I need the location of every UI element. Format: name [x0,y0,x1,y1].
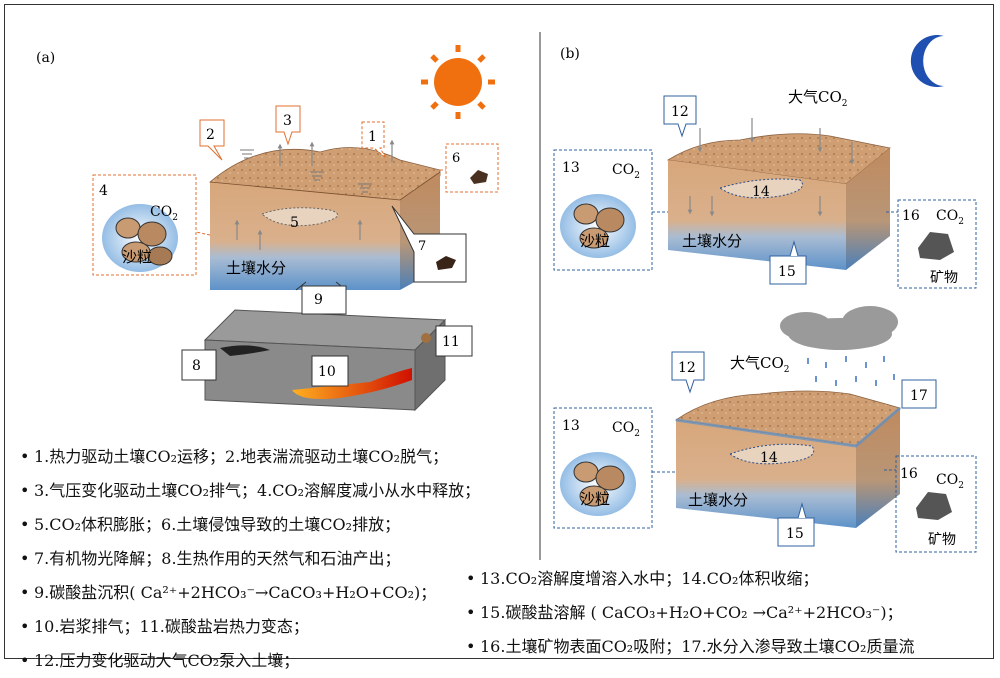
callout-17: 17 [901,379,937,409]
panel-b-label: (b) [560,46,580,62]
svg-text:沙粒: 沙粒 [580,490,610,508]
callout-2: 2 [199,119,225,161]
sand-box-13-bottom: 13 CO2 沙粒 [553,407,676,529]
callout-10: 10 [311,355,349,387]
svg-text:6: 6 [452,151,460,166]
rain-cloud-icon [780,306,898,386]
svg-text:8: 8 [192,358,201,374]
legend-item: •1.热力驱动土壤CO₂运移；2.地表湍流驱动土壤CO₂脱气； [20,447,449,466]
svg-text:15: 15 [778,264,796,280]
svg-text:CO2: CO2 [612,420,640,439]
legend-item: •15.碳酸盐溶解 ( CaCO₃+H₂O+CO₂ →Ca²⁺+2HCO₃⁻)； [466,603,903,622]
callout-8: 8 [181,349,217,381]
svg-text:矿物: 矿物 [928,532,956,548]
callout-15-bottom: 15 [777,502,815,547]
mineral-box-16-top: 16 CO2 矿物 [886,199,977,289]
callout-14-bottom: 14 [760,450,778,466]
svg-text:10: 10 [318,364,336,380]
co2-label-a4: CO2 [150,204,178,223]
legend-item: •5.CO₂体积膨胀；6.土壤侵蚀导致的土壤CO₂排放； [20,515,401,534]
legend-item: •9.碳酸盐沉积( Ca²⁺+2HCO₃⁻→CaCO₃+H₂O+CO₂)； [20,583,437,602]
callout-5: 5 [290,215,299,231]
legend-item: •10.岩浆排气；11.碳酸盐岩热力变态； [20,617,309,636]
svg-text:11: 11 [442,334,460,350]
callout-4: 4 [99,183,108,199]
legend-right: •13.CO₂溶解度增溶入水中；14.CO₂体积收缩； •15.碳酸盐溶解 ( … [466,562,914,664]
legend-item: •7.有机物光降解；8.生热作用的天然气和石油产出； [20,549,401,568]
svg-text:1: 1 [368,129,377,145]
callout-12-top: 12 [663,95,697,138]
svg-text:CO2: CO2 [612,162,640,181]
legend-left: •1.热力驱动土壤CO₂运移；2.地表湍流驱动土壤CO₂脱气； •3.气压变化驱… [20,440,480,678]
sand-box-4: 4 CO2 沙粒 [92,174,211,276]
sand-label-a: 沙粒 [122,248,152,266]
soil-block-a: 5 土壤水分 [209,139,441,290]
soil-block-b-top: 14 土壤水分 [666,118,891,270]
soil-block-b-bottom: 14 土壤水分 [674,390,901,528]
svg-text:16: 16 [902,208,920,224]
mineral-box-16-bottom: 16 CO2 矿物 [884,455,977,553]
svg-text:CO2: CO2 [936,472,964,491]
callout-3: 3 [275,105,301,146]
callout-9: 9 [295,281,347,315]
svg-text:12: 12 [671,104,689,120]
legend-item: •16.土壤矿物表面CO₂吸附；17.水分入渗导致土壤CO₂质量流 [466,637,915,656]
callout-11: 11 [421,325,473,357]
panel-a-label: (a) [36,50,55,66]
legend-item: •13.CO₂溶解度增溶入水中；14.CO₂体积收缩； [466,569,819,588]
callout-15-top: 15 [769,240,807,285]
callout-1: 1 [361,121,387,159]
svg-text:3: 3 [283,113,292,129]
moon-icon [910,35,944,87]
callout-6: 6 [440,143,499,193]
svg-text:7: 7 [418,239,426,254]
callout-7: 7 [391,205,467,283]
svg-text:9: 9 [314,292,323,308]
callout-12-bottom: 12 [671,351,705,394]
turbulence-icon [240,149,372,193]
atm-co2-label-top: 大气CO2 [788,88,848,109]
svg-text:16: 16 [900,466,918,482]
svg-text:12: 12 [678,360,696,376]
soil-water-label-b-top: 土壤水分 [682,232,742,250]
svg-text:13: 13 [562,160,580,176]
soil-water-label-a: 土壤水分 [226,259,286,277]
svg-text:2: 2 [206,127,215,143]
soil-water-label-b-bottom: 土壤水分 [688,491,748,509]
svg-text:矿物: 矿物 [930,270,958,286]
callout-14-top: 14 [752,184,770,200]
svg-text:13: 13 [562,418,580,434]
svg-text:沙粒: 沙粒 [580,232,610,250]
atm-co2-label-bottom: 大气CO2 [730,354,790,375]
sun-icon [421,45,495,119]
sand-box-13-top: 13 CO2 沙粒 [553,149,668,271]
soil-co2-diagram: (a) 5 土壤水分 [36,32,977,560]
svg-text:17: 17 [910,388,928,404]
legend-item: •3.气压变化驱动土壤CO₂排气；4.CO₂溶解度减小从水中释放； [20,481,481,500]
svg-text:CO2: CO2 [936,208,964,227]
gas-oil-pocket [220,345,270,356]
figure-frame [4,4,994,659]
legend-item: •12.压力变化驱动大气CO₂泵入土壤； [20,651,300,670]
svg-text:15: 15 [786,526,804,542]
magma-flow [292,368,412,399]
